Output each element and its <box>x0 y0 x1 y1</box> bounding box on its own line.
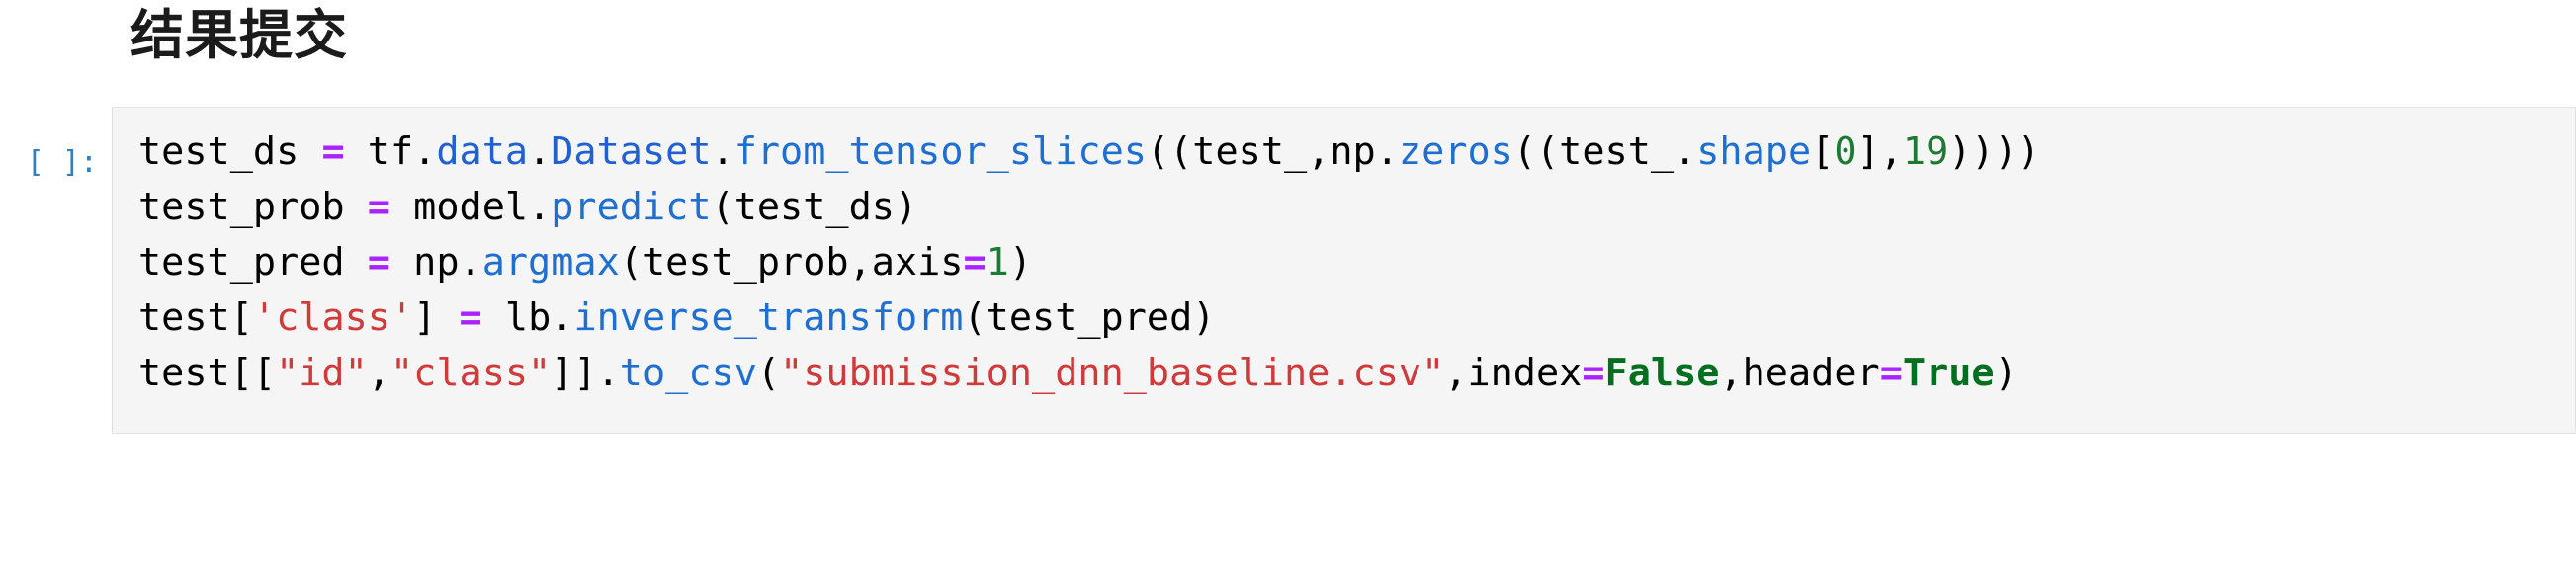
code-token: "submission_dnn_baseline.csv" <box>780 351 1445 395</box>
code-line: test_pred = np.argmax(test_prob,axis=1) <box>138 235 2575 290</box>
code-token: model. <box>389 185 552 229</box>
code-token: np. <box>389 240 482 285</box>
code-token: = <box>1879 351 1903 395</box>
code-line: test[["id","class"]].to_csv("submission_… <box>138 346 2575 401</box>
code-editor[interactable]: test_ds = tf.data.Dataset.from_tensor_sl… <box>112 107 2576 434</box>
code-token: True <box>1902 351 1995 395</box>
code-token: ((test_. <box>1512 129 1697 174</box>
code-token: test[ <box>138 295 253 340</box>
execution-prompt-label: [ ]: <box>26 145 98 180</box>
code-token: data <box>436 129 529 174</box>
markdown-cell[interactable]: 结果提交 <box>0 0 2576 107</box>
code-token: lb. <box>481 295 574 340</box>
code-token: )))) <box>1948 129 2040 174</box>
code-token: [ <box>1811 129 1835 174</box>
code-token: = <box>367 240 390 285</box>
code-token: . <box>711 129 734 174</box>
code-token: from_tensor_slices <box>733 129 1147 174</box>
code-token: 19 <box>1902 129 1949 174</box>
code-token: ((test_,np. <box>1146 129 1399 174</box>
code-token: ]]. <box>551 351 620 395</box>
code-line: test_prob = model.predict(test_ds) <box>138 180 2575 235</box>
code-token: = <box>367 185 390 229</box>
page-title: 结果提交 <box>130 4 348 66</box>
code-token: to_csv <box>619 351 757 395</box>
code-input-area[interactable]: test_ds = tf.data.Dataset.from_tensor_sl… <box>112 107 2576 434</box>
code-token: (test_pred) <box>963 295 1216 340</box>
code-token: inverse_transform <box>573 295 964 340</box>
code-token: ) <box>1994 351 2018 395</box>
code-token: "id" <box>276 351 368 395</box>
code-token: predict <box>551 185 712 229</box>
code-token: shape <box>1696 129 1812 174</box>
code-line: test['class'] = lb.inverse_transform(tes… <box>138 290 2575 346</box>
code-token: 1 <box>986 240 1009 285</box>
code-token: ( <box>756 351 781 395</box>
code-token: test_ds <box>138 129 322 174</box>
code-token: (test_ds) <box>711 185 918 229</box>
code-token: argmax <box>481 240 620 285</box>
code-token: 'class' <box>252 295 414 340</box>
code-token: False <box>1604 351 1720 395</box>
code-token: ], <box>1856 129 1903 174</box>
code-token: (test_prob,axis <box>619 240 964 285</box>
code-token: = <box>963 240 987 285</box>
code-token: . <box>528 129 552 174</box>
code-token: test_pred <box>138 240 368 285</box>
code-source[interactable]: test_ds = tf.data.Dataset.from_tensor_sl… <box>113 124 2575 401</box>
code-token: = <box>1582 351 1605 395</box>
code-token: = <box>459 295 482 340</box>
code-line: test_ds = tf.data.Dataset.from_tensor_sl… <box>138 124 2575 180</box>
code-token: 0 <box>1834 129 1857 174</box>
code-token: tf. <box>344 129 437 174</box>
code-token: ] <box>413 295 460 340</box>
code-token: , <box>367 351 390 395</box>
code-token: zeros <box>1398 129 1513 174</box>
code-token: = <box>321 129 345 174</box>
code-token: Dataset <box>551 129 712 174</box>
code-token: "class" <box>389 351 552 395</box>
code-token: ) <box>1008 240 1033 285</box>
code-token: ,header <box>1719 351 1880 395</box>
code-token: test_prob <box>138 185 368 229</box>
code-cell[interactable]: [ ]: test_ds = tf.data.Dataset.from_tens… <box>0 107 2576 575</box>
code-token: test[[ <box>138 351 277 395</box>
code-token: ,index <box>1444 351 1583 395</box>
